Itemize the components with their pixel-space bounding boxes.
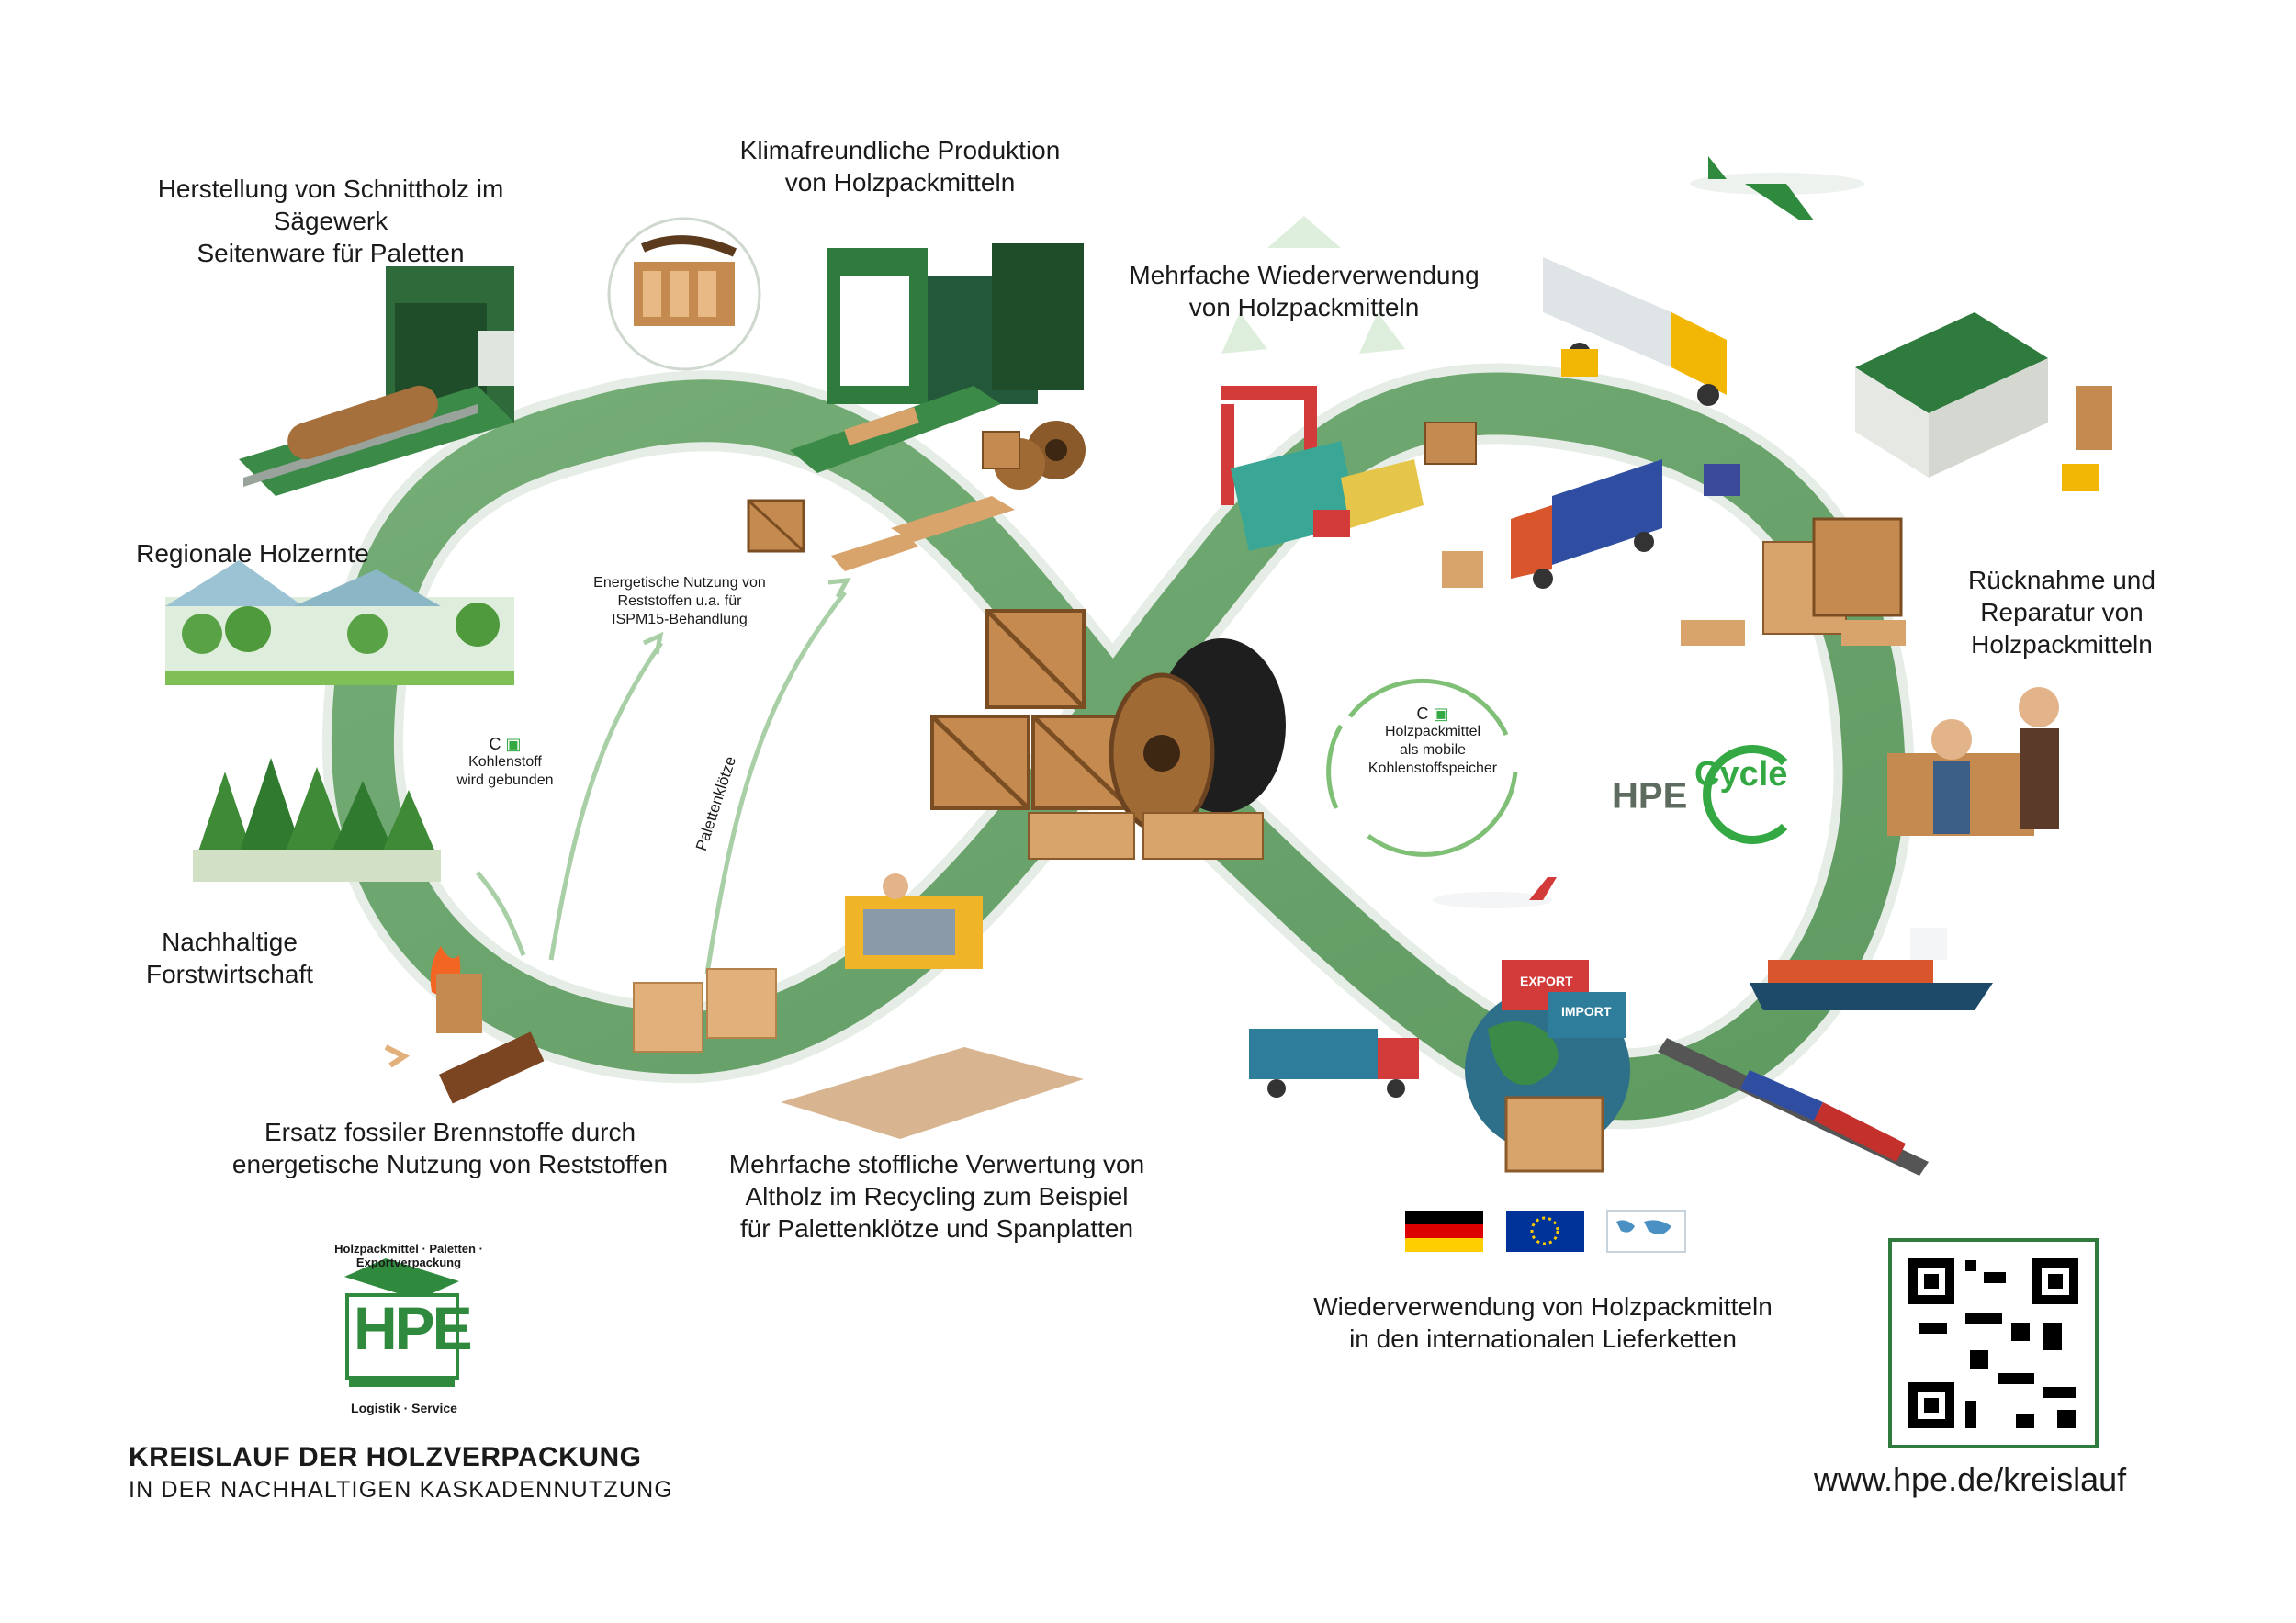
world-map-icon <box>1606 1210 1686 1253</box>
label-production: Klimafreundliche Produktion von Holzpack… <box>716 134 1084 198</box>
workshop-icon <box>1887 687 2059 836</box>
label-reuse-multi-line2: von Holzpackmitteln <box>1188 293 1420 321</box>
ship-icon <box>1750 928 1993 1010</box>
energy-arrows <box>476 578 851 975</box>
cable-drum-icon <box>1109 638 1286 834</box>
label-return-repair-line2: Reparatur von <box>1980 598 2144 626</box>
label-international-line1: Wiederverwendung von Holzpackmitteln <box>1313 1292 1773 1321</box>
carbon-symbol-2: C ▣ <box>1345 704 1520 723</box>
globe-icon <box>1465 960 1630 1173</box>
pallet-icon <box>1424 422 1906 646</box>
label-recycling-line3: für Palettenklötze und Spanplatten <box>739 1214 1134 1243</box>
label-carbon-storage: C ▣ Holzpackmittel als mobile Kohlenstof… <box>1345 704 1520 778</box>
brand-logo-letters: HPE <box>354 1294 473 1362</box>
label-fossil-line2: energetische Nutzung von Reststoffen <box>231 1150 669 1178</box>
brand-logo <box>304 1230 499 1425</box>
hpe-cycle-logo-left: HPE <box>1612 775 1688 817</box>
airplane-icon <box>1690 156 1864 220</box>
label-sawmill: Herstellung von Schnittholz im Sägewerk … <box>101 173 560 269</box>
label-carbon-bound: C ▣ Kohlenstoff wird gebunden <box>432 735 579 790</box>
lock-icon: ▣ <box>1433 704 1449 723</box>
label-energy-use: Energetische Nutzung von Reststoffen u.a… <box>569 574 790 629</box>
footer-title: KREISLAUF DER HOLZVERPACKUNG <box>129 1442 642 1472</box>
truck-icon <box>1543 257 1727 406</box>
label-recycling-line2: Altholz im Recycling zum Beispiel <box>745 1182 1129 1211</box>
label-recycling: Mehrfache stoffliche Verwertung von Alth… <box>707 1148 1166 1245</box>
label-energy-use-line2: Reststoffen u.a. für <box>617 593 742 609</box>
wood-slice-icon <box>607 217 761 371</box>
container-export-label: EXPORT <box>1520 974 1573 988</box>
label-sawmill-line2: Seitenware für Paletten <box>197 239 465 267</box>
label-recycling-line1: Mehrfache stoffliche Verwertung von <box>728 1150 1145 1178</box>
label-fossil: Ersatz fossiler Brennstoffe durch energe… <box>202 1116 698 1180</box>
label-energy-use-line1: Energetische Nutzung von <box>593 575 766 591</box>
label-return-repair-line1: Rücknahme und <box>1968 566 2155 594</box>
train-icon <box>1658 1038 1929 1176</box>
label-reuse-multi-line1: Mehrfache Wiederverwendung <box>1129 261 1480 289</box>
label-production-line2: von Holzpackmitteln <box>784 168 1016 197</box>
label-production-line1: Klimafreundliche Produktion <box>739 136 1061 164</box>
truck-icon <box>1249 1029 1419 1098</box>
recycling-machine-icon <box>845 873 983 969</box>
brand-logo-ring-bottom: Logistik · Service <box>351 1401 457 1415</box>
label-international-line2: in den internationalen Lieferketten <box>1349 1324 1737 1353</box>
label-sawmill-line1: Herstellung von Schnittholz im Sägewerk <box>157 175 504 235</box>
pallet-block-icon <box>633 968 777 1053</box>
label-forestry-line1: Nachhaltige <box>162 928 298 956</box>
brand-logo-ring-top: Holzpackmittel · Paletten · Exportverpac… <box>334 1242 483 1269</box>
label-carbon-storage-line2: als mobile <box>1399 742 1467 758</box>
label-forestry: Nachhaltige Forstwirtschaft <box>110 926 349 990</box>
carbon-symbol-text-2: C <box>1416 704 1429 723</box>
flag-eu-icon <box>1506 1211 1584 1252</box>
sawmill-icon <box>239 266 514 496</box>
airplane-icon <box>1433 877 1557 908</box>
warehouse-icon <box>1855 312 2112 478</box>
lock-icon: ▣ <box>505 735 522 753</box>
production-line-icon <box>790 243 1086 490</box>
label-reuse-multi: Mehrfache Wiederverwendung von Holzpackm… <box>1120 259 1488 323</box>
label-carbon-bound-line2: wird gebunden <box>456 772 554 788</box>
qr-code-icon <box>1888 1238 2099 1448</box>
label-return-repair-line3: Holzpackmitteln <box>1971 630 2153 659</box>
label-energy-use-line3: ISPM15-Behandlung <box>612 612 748 627</box>
label-fossil-line1: Ersatz fossiler Brennstoffe durch <box>264 1118 636 1146</box>
crate-icon <box>930 609 1131 810</box>
firewood-icon <box>384 1031 545 1104</box>
label-forestry-line2: Forstwirtschaft <box>145 960 314 988</box>
label-harvest: Regionale Holzernte <box>136 539 369 568</box>
hpe-cycle-logo-right: Cycle <box>1694 755 1788 794</box>
footer-subtitle: IN DER NACHHALTIGEN KASKADENNUTZUNG <box>129 1477 673 1503</box>
forest-icon <box>193 758 441 882</box>
fire-icon <box>430 946 482 1033</box>
carbon-cycle-arrows <box>1326 678 1518 857</box>
pallet-icon <box>831 496 1015 571</box>
hpe-cycle-logo: HPE <box>1612 745 1803 848</box>
recycle-icon <box>1221 216 1405 354</box>
label-carbon-bound-line1: Kohlenstoff <box>468 754 542 770</box>
forest-icon <box>165 560 514 685</box>
footer-url[interactable]: www.hpe.de/kreislauf <box>1814 1460 2127 1498</box>
container-import-label: IMPORT <box>1561 1004 1612 1019</box>
pallet-icon <box>1028 812 1264 860</box>
label-international: Wiederverwendung von Holzpackmitteln in … <box>1286 1291 1800 1355</box>
cycle-ring-icon <box>1703 745 1803 844</box>
flag-germany-icon <box>1405 1211 1483 1252</box>
carbon-symbol: C ▣ <box>432 735 579 753</box>
crate-icon <box>747 431 1020 553</box>
label-return-repair: Rücknahme und Reparatur von Holzpackmitt… <box>1910 564 2213 660</box>
label-carbon-storage-line3: Kohlenstoffspeicher <box>1367 761 1498 776</box>
forklift-icon <box>1561 349 2099 496</box>
carbon-symbol-text: C <box>489 735 501 753</box>
gantry-crane-icon <box>1221 386 1424 551</box>
particle-board-icon <box>781 1047 1084 1139</box>
truck-icon <box>1511 459 1662 589</box>
label-carbon-storage-line1: Holzpackmittel <box>1384 724 1481 739</box>
